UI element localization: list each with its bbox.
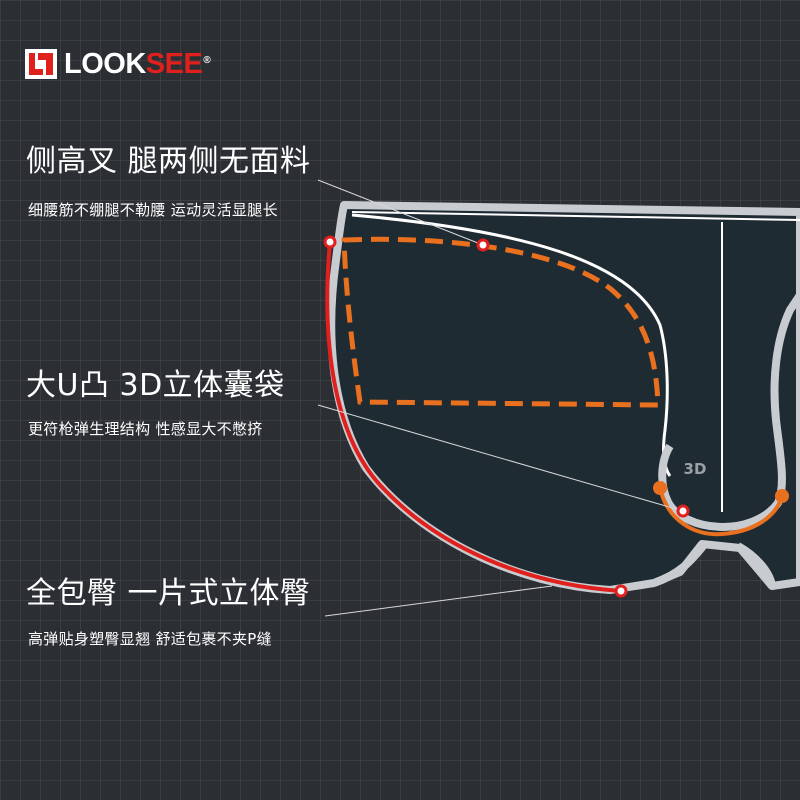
callout-dot-2 [676,504,690,518]
feature-desc-1: 细腰筋不绷腿不勒腰 运动灵活显腿长 [28,201,278,219]
feature-desc-2: 更符枪弹生理结构 性感显大不憋挤 [28,420,263,438]
feature-title-1: 侧高叉 腿两侧无面料 [26,144,311,179]
logo-text-white: LOOK [64,47,146,80]
brand-logo: LOOKSEE® [24,44,211,84]
pouch-orange-arc [658,487,784,537]
pouch-left-dot [653,481,667,495]
leader-line-1 [317,179,484,246]
lower-right-bulge [735,542,776,587]
logo-text-red: SEE [145,47,203,80]
waistband-line [351,211,800,221]
pocket-dashed-outline [341,236,661,408]
pouch-right-dot [775,489,789,503]
pouch-3d-label: 3D [684,460,707,478]
leader-line-3 [324,585,553,617]
back-top-dot [323,235,337,249]
lower-left-bulge [652,542,708,587]
callout-dot-1 [476,238,490,252]
logo-wordmark: LOOKSEE® [64,47,211,81]
logo-mark-icon [25,49,57,79]
feature-title-2: 大U凸 3D立体囊袋 [26,368,285,403]
feature-desc-3: 高弹贴身塑臀显翘 舒适包裹不夹P缝 [28,630,272,648]
side-opening-curve [351,213,672,477]
full-back-red-line [325,241,622,593]
back-bottom-dot [614,584,628,598]
registered-mark: ® [203,54,211,66]
leader-line-2 [317,404,684,512]
feature-title-3: 全包臀 一片式立体臀 [26,576,311,611]
